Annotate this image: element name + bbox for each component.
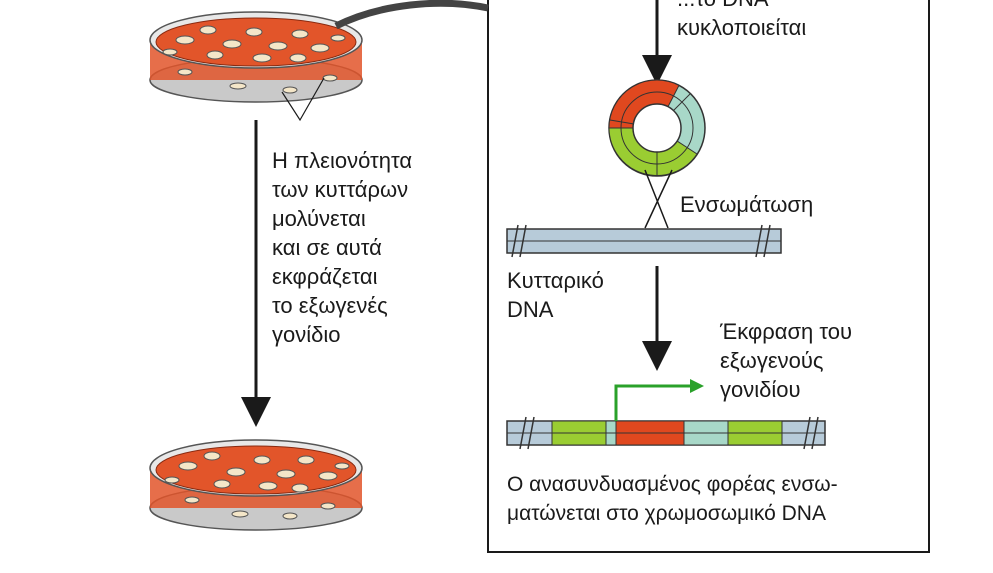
expression-note-line: γονιδίου: [720, 377, 801, 402]
integrated-dna-bar: [506, 416, 826, 450]
result-caption-line: Ο ανασυνδυασμένος φορέας ενσω-: [507, 473, 838, 496]
cellular-dna-label-line: Κυτταρικό: [507, 268, 604, 293]
result-caption-line: ματώνεται στο χρωμοσωμικό DNA: [507, 502, 826, 525]
expression-note-line: εξωγενούς: [720, 348, 824, 373]
infection-note-line: και σε αυτά: [272, 235, 382, 260]
infection-note-line: το εξωγενές: [272, 293, 388, 318]
circularize-note-line: ...το DNA: [677, 0, 806, 13]
circular-plasmid: [608, 79, 706, 177]
cellular-dna-label: Κυτταρικό DNA: [507, 266, 604, 324]
cellular-dna-label-line: DNA: [507, 297, 554, 322]
experiment-panel-box: [487, 0, 930, 553]
infection-note-line: γονίδιο: [272, 322, 341, 347]
integration-label: Ενσωμάτωση: [680, 192, 814, 217]
circularize-note: ...το DNA κυκλοποιείται: [677, 0, 806, 42]
cellular-dna-bar: [506, 224, 782, 258]
expression-note: Έκφραση του εξωγενούς γονιδίου: [720, 317, 852, 404]
infection-note: Η πλειονότητα των κυττάρων μολύνεται και…: [272, 146, 412, 349]
infection-note-line: μολύνεται: [272, 206, 366, 231]
transfer-curved-arrow: [334, 0, 489, 30]
cells-pointer-line: [281, 77, 325, 122]
petri-dish-bottom: [149, 439, 363, 531]
circularize-note-line: κυκλοποιείται: [677, 15, 807, 40]
expression-note-line: Έκφραση του: [720, 319, 853, 344]
infection-note-line: Η πλειονότητα: [272, 148, 413, 173]
petri-dish-top: [149, 11, 363, 103]
infection-note-line: εκφράζεται: [272, 264, 378, 289]
result-caption: Ο ανασυνδυασμένος φορέας ενσω- ματώνεται…: [507, 470, 838, 528]
infection-note-line: των κυττάρων: [272, 177, 409, 202]
crossover-lines: [644, 169, 673, 229]
promoter-arrow: [614, 379, 704, 421]
